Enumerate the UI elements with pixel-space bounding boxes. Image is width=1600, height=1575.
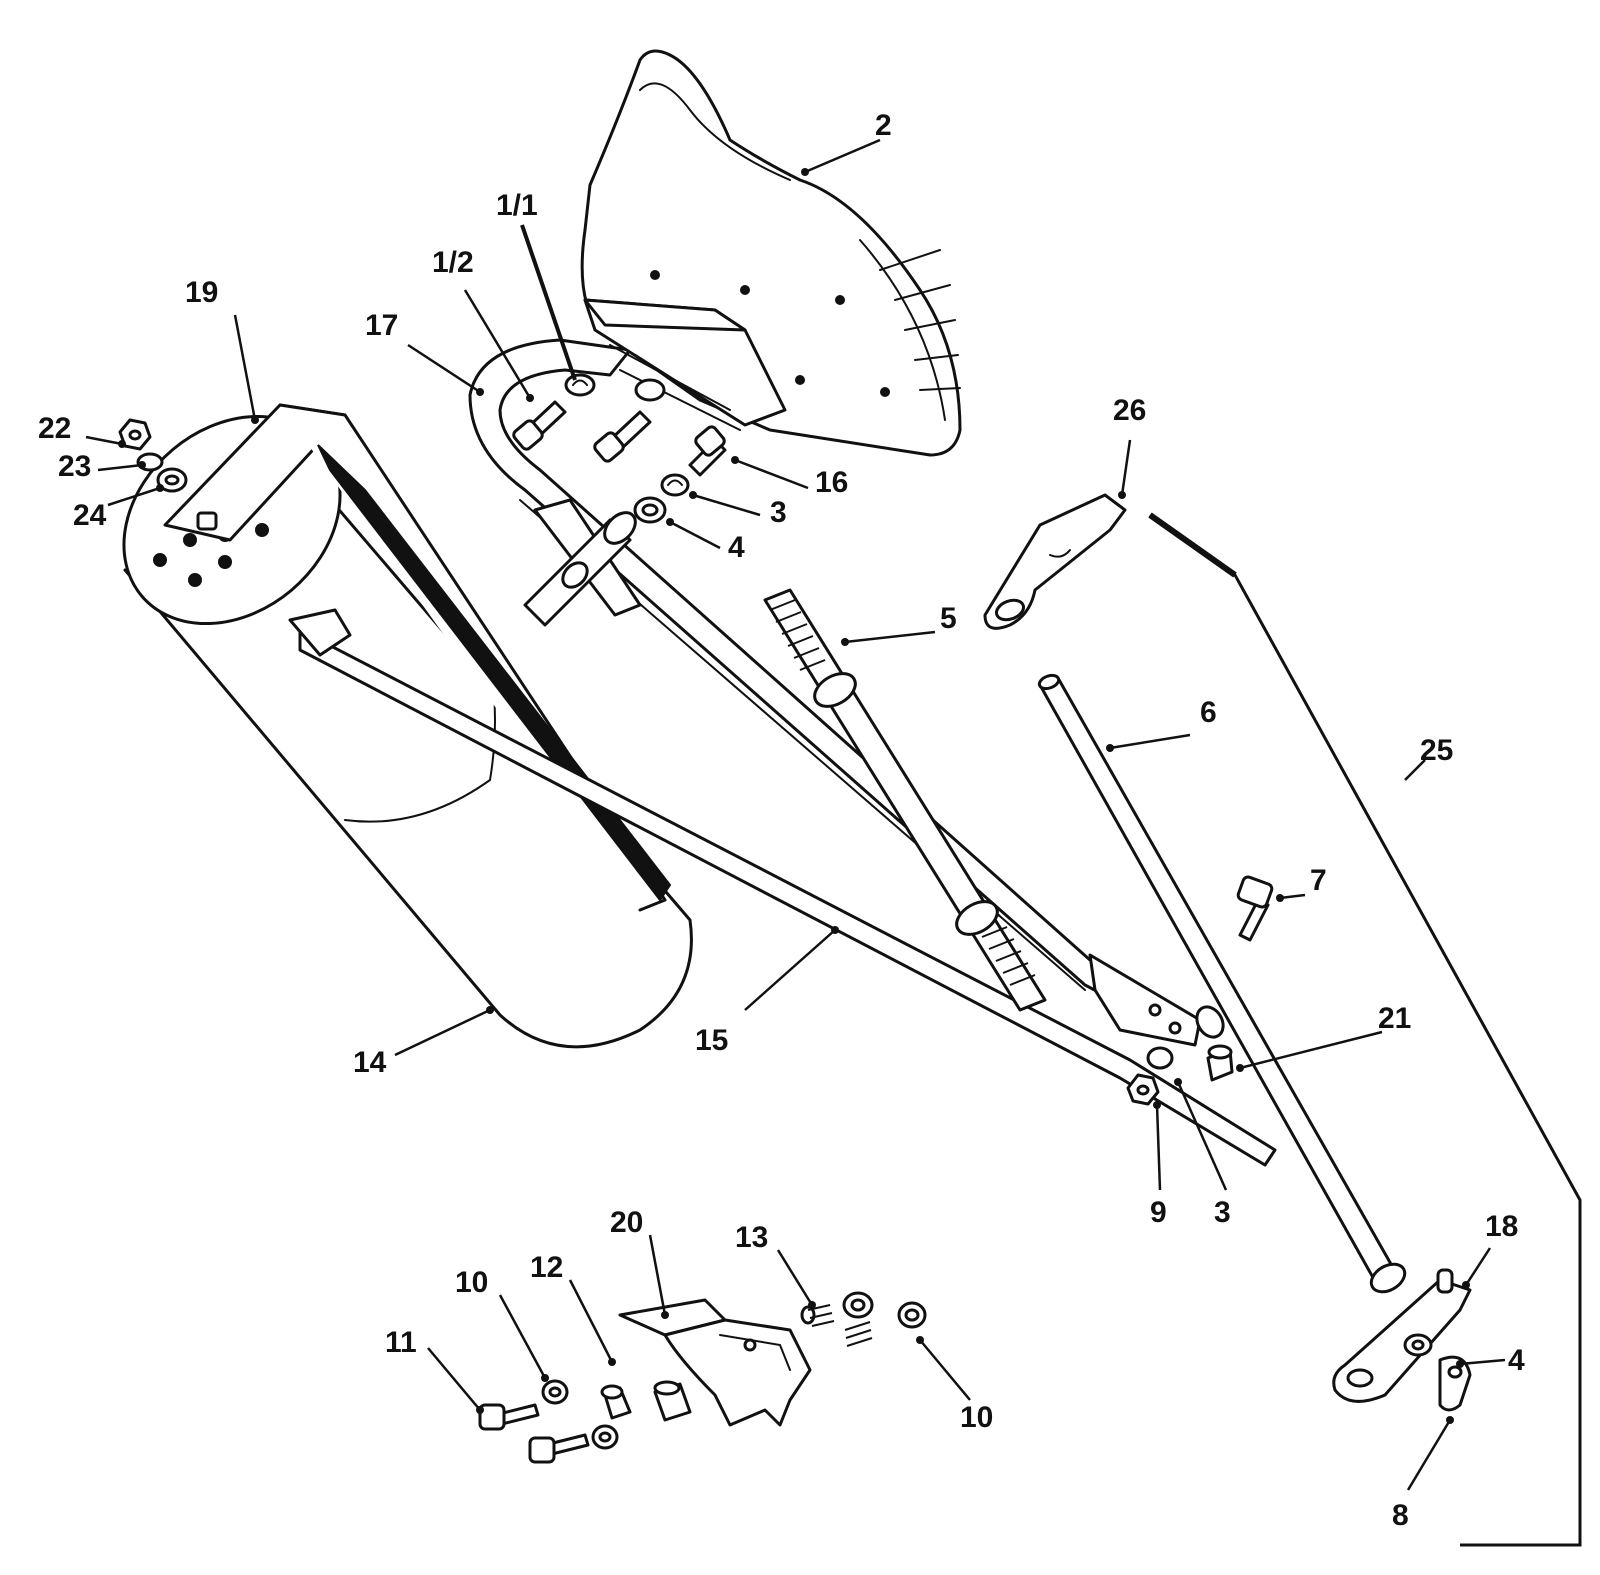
- label-8: 8: [1392, 1499, 1409, 1532]
- label-17: 17: [365, 309, 398, 342]
- label-16: 16: [815, 466, 848, 499]
- label-12: 12: [530, 1251, 563, 1284]
- scraper-assembly: [478, 1291, 927, 1464]
- label-10-right: 10: [960, 1401, 993, 1434]
- label-21: 21: [1378, 1002, 1411, 1035]
- fasteners-upper: [512, 373, 727, 524]
- label-18: 18: [1485, 1210, 1518, 1243]
- label-4-lower: 4: [1508, 1344, 1525, 1377]
- label-23: 23: [58, 450, 91, 483]
- label-25: 25: [1420, 734, 1453, 767]
- fasteners-22-24: [118, 418, 188, 493]
- part-25-bracket: [1148, 512, 1582, 1547]
- part-6-rod: [1037, 673, 1407, 1294]
- label-3-lower: 3: [1214, 1196, 1231, 1229]
- label-1-1: 1/1: [496, 189, 538, 222]
- seat-support-plate: [583, 298, 787, 431]
- label-9: 9: [1150, 1196, 1167, 1229]
- label-19: 19: [185, 276, 218, 309]
- leader-lines: [85, 138, 1506, 1491]
- label-14: 14: [353, 1046, 387, 1079]
- label-3-upper: 3: [770, 496, 787, 529]
- bolt-7: [1236, 875, 1274, 942]
- fasteners-4-8-lower: [1403, 1333, 1472, 1412]
- label-1-2: 1/2: [432, 246, 474, 279]
- label-22: 22: [38, 412, 71, 445]
- part-26-upper-link: [983, 493, 1127, 630]
- label-5: 5: [940, 602, 957, 635]
- label-20: 20: [610, 1206, 643, 1239]
- label-7: 7: [1310, 864, 1327, 897]
- label-24: 24: [73, 499, 107, 532]
- frame-axle-pin: [523, 511, 637, 627]
- label-2: 2: [875, 109, 892, 142]
- part-5-threaded-rod: [763, 588, 1047, 1012]
- fasteners-9-3-21: [1126, 1044, 1234, 1106]
- part-18-lower-link: [1332, 1268, 1472, 1403]
- label-10-left: 10: [455, 1266, 488, 1299]
- label-11: 11: [385, 1326, 417, 1359]
- label-6: 6: [1200, 696, 1217, 729]
- label-15: 15: [695, 1024, 728, 1057]
- label-26: 26: [1113, 394, 1146, 427]
- part-labels: 2 1/1 1/2 19 17 22 23 24 16 3 4 26 5 6 2…: [38, 109, 1525, 1532]
- part-15-tie-rod: [288, 608, 1277, 1167]
- label-13: 13: [735, 1221, 768, 1254]
- label-4-upper: 4: [728, 531, 745, 564]
